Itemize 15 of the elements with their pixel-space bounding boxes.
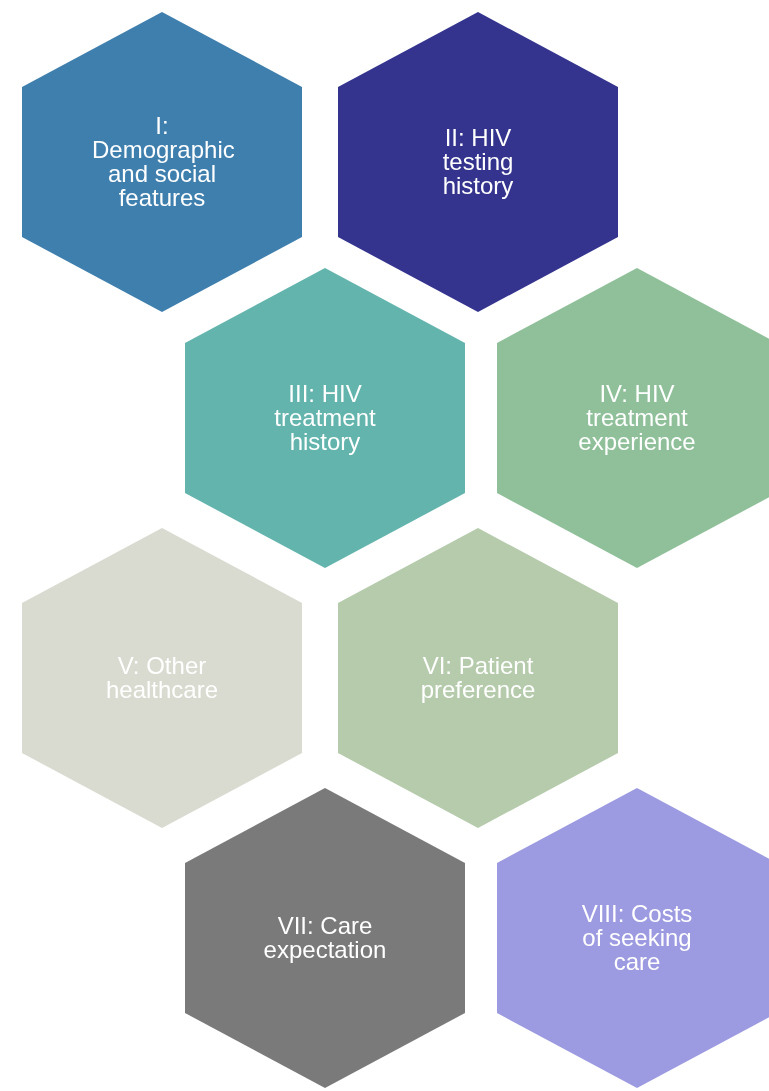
hexagon-label: VII: Care expectation xyxy=(262,914,388,962)
hexagon-label: III: HIV treatment history xyxy=(273,382,377,454)
hexagon-label: IV: HIV treatment experience xyxy=(577,382,697,454)
hexagon-label: I: Demographic and social features xyxy=(92,114,232,210)
hexagon-tile xyxy=(497,268,769,568)
hexagon-label: II: HIV testing history xyxy=(441,126,515,198)
hexagon-tile xyxy=(497,788,769,1088)
hexagon-tile xyxy=(185,788,465,1088)
hexagon-label: VIII: Costs of seeking care xyxy=(580,902,694,974)
hexagon-tile xyxy=(338,12,618,312)
hexagon-tile xyxy=(185,268,465,568)
hexagon-tile xyxy=(22,12,302,312)
hexagon-tile xyxy=(338,528,618,828)
hexagon-label: VI: Patient preference xyxy=(419,654,537,702)
hexagon-tile xyxy=(22,528,302,828)
